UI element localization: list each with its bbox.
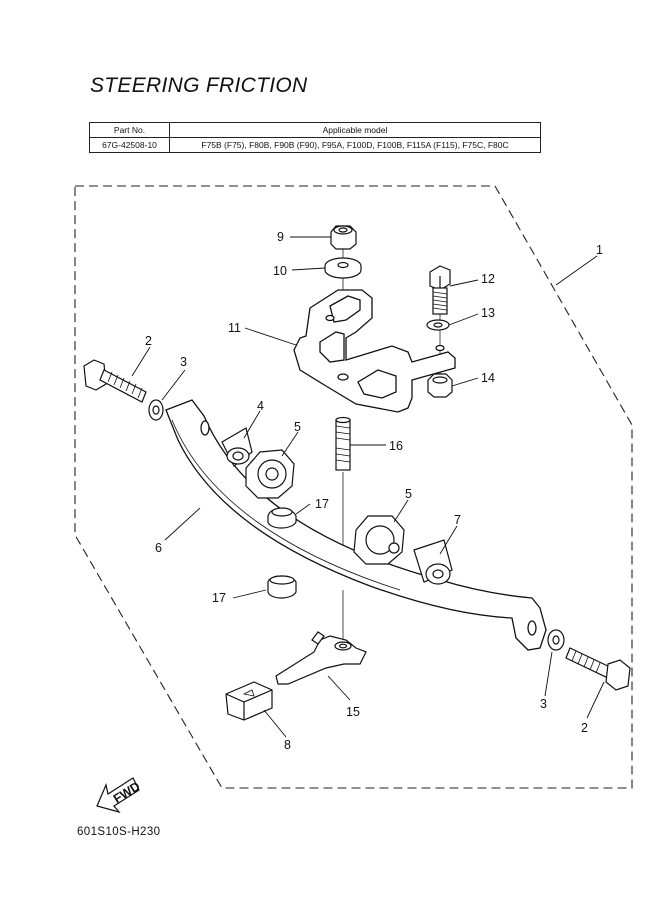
applicable-model-cell: F75B (F75), F80B, F90B (F90), F95A, F100…: [169, 137, 541, 153]
friction-cap: [225, 681, 273, 721]
callout-6: 6: [155, 541, 162, 555]
friction-plate: [165, 399, 547, 651]
callout-17-upper: 17: [315, 497, 329, 511]
callout-7: 7: [454, 513, 461, 527]
callout-16: 16: [389, 439, 403, 453]
callout-13: 13: [481, 306, 495, 320]
callout-2-right: 2: [581, 721, 588, 735]
diagram-code: 601S10S-H230: [77, 826, 161, 838]
assembly-boundary: [74, 185, 633, 789]
callout-10: 10: [273, 264, 287, 278]
friction-lever: [275, 631, 367, 685]
rubber-plug-upper: [267, 507, 297, 529]
lock-nut-left: [245, 449, 295, 499]
callout-17-lower: 17: [212, 591, 226, 605]
hex-bolt-left: [83, 359, 147, 403]
lock-nut-right: [353, 515, 405, 565]
lock-nut-top: [330, 225, 357, 250]
callout-12: 12: [481, 272, 495, 286]
callout-leader-lines: [131, 236, 605, 738]
callout-2-left: 2: [145, 334, 152, 348]
hex-bolt-right: [565, 647, 631, 691]
callout-15: 15: [346, 705, 360, 719]
table-header-row: Part No. Applicable model: [89, 122, 541, 138]
forward-arrow-icon: FWD: [96, 777, 142, 814]
washer-right: [547, 629, 565, 651]
callout-8: 8: [284, 738, 291, 752]
washer-top: [324, 257, 362, 279]
callout-1: 1: [596, 243, 603, 257]
washer-small: [426, 319, 450, 331]
callout-9: 9: [277, 230, 284, 244]
table-row: 67G-42508-10 F75B (F75), F80B, F90B (F90…: [89, 137, 541, 153]
callout-numbers: 1 2 3 4 5 9 10 11 12 13 14 16 17 5 6 7 1…: [145, 230, 603, 752]
lock-nut-small: [427, 373, 453, 398]
callout-3-left: 3: [180, 355, 187, 369]
rubber-plug-lower: [267, 575, 297, 599]
callout-3-right: 3: [540, 697, 547, 711]
callout-5-left: 5: [294, 420, 301, 434]
washer-left: [148, 399, 164, 421]
callout-4: 4: [257, 399, 264, 413]
applicable-model-table: Part No. Applicable model 67G-42508-10 F…: [89, 122, 541, 153]
callout-14: 14: [481, 371, 495, 385]
friction-bracket-part: [293, 289, 456, 413]
callout-11: 11: [228, 321, 241, 335]
threaded-stud: [335, 416, 351, 471]
page-title: STEERING FRICTION: [90, 74, 308, 97]
callout-5-right: 5: [405, 487, 412, 501]
hex-bolt-small: [429, 265, 451, 315]
